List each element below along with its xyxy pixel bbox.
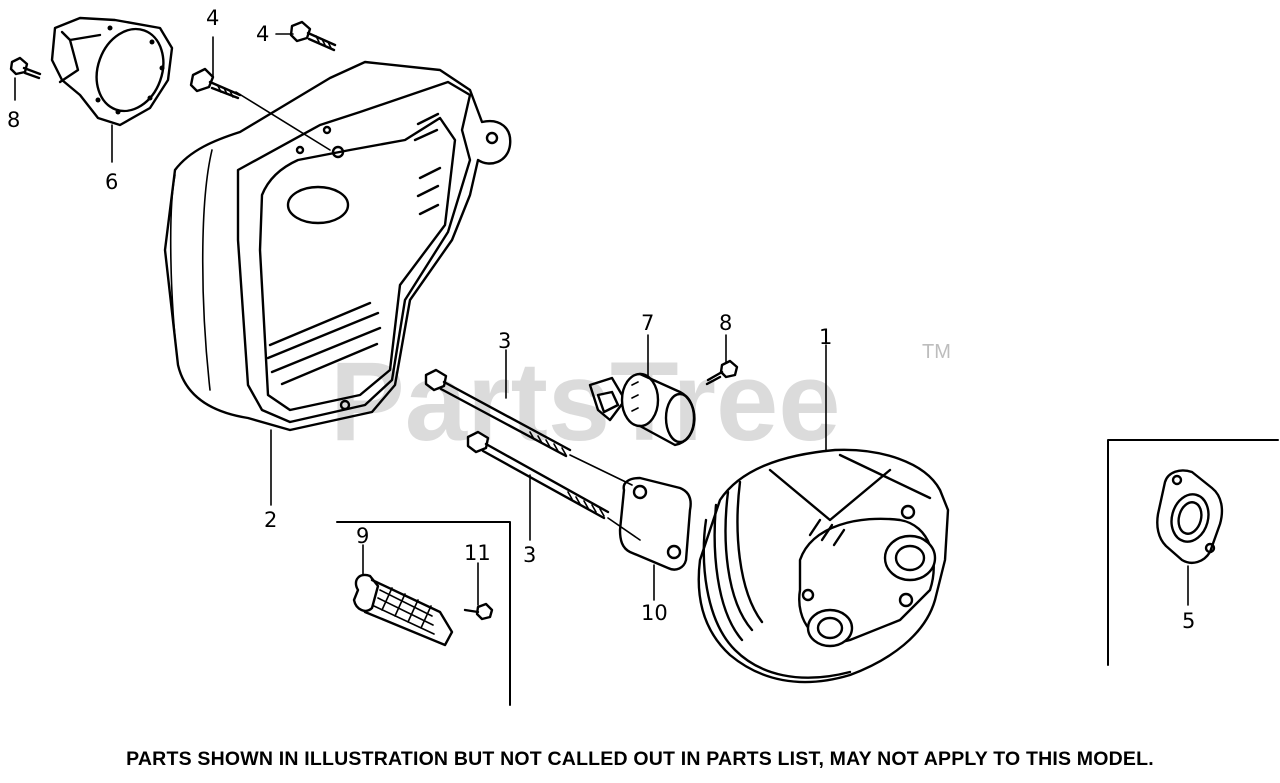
disclaimer-footer: PARTS SHOWN IN ILLUSTRATION BUT NOT CALL… bbox=[126, 748, 1154, 770]
muffler-protector-part bbox=[163, 60, 512, 432]
spark-arrester-adapter-part bbox=[588, 372, 696, 447]
flange-bolt-part bbox=[189, 67, 242, 100]
tapping-screw-part bbox=[9, 56, 42, 80]
muffler-bolt-part bbox=[424, 368, 572, 458]
muffler-gasket-part bbox=[618, 476, 692, 571]
optional-parts-bracket bbox=[1107, 439, 1279, 666]
assembly-line bbox=[569, 454, 641, 541]
tapping-screw-part bbox=[705, 359, 739, 386]
callout-leaders bbox=[14, 33, 1189, 606]
watermark-trademark: TM bbox=[922, 341, 951, 363]
spark-arrester-part bbox=[352, 573, 454, 647]
callout-8: 8 bbox=[7, 108, 20, 132]
callout-10: 10 bbox=[641, 601, 668, 625]
watermark-text: PartsTree bbox=[330, 339, 841, 464]
exhaust-deflector-part bbox=[50, 16, 174, 127]
callout-1: 1 bbox=[819, 325, 832, 349]
callout-3: 3 bbox=[523, 543, 536, 567]
callout-2: 2 bbox=[264, 508, 277, 532]
callout-5: 5 bbox=[1182, 609, 1195, 633]
muffler-part bbox=[697, 448, 950, 684]
muffler-bolt-part bbox=[466, 430, 610, 520]
callout-6: 6 bbox=[105, 170, 118, 194]
callout-11: 11 bbox=[464, 541, 491, 565]
callout-4: 4 bbox=[206, 6, 219, 30]
tapping-screw-part bbox=[463, 602, 494, 621]
callout-3: 3 bbox=[498, 329, 511, 353]
optional-parts-bracket bbox=[336, 521, 511, 706]
exhaust-gasket-part bbox=[1156, 469, 1224, 564]
callout-8: 8 bbox=[719, 311, 732, 335]
flange-bolt-part bbox=[289, 20, 337, 52]
callout-9: 9 bbox=[356, 524, 369, 548]
callout-4: 4 bbox=[256, 22, 269, 46]
callout-7: 7 bbox=[641, 311, 654, 335]
